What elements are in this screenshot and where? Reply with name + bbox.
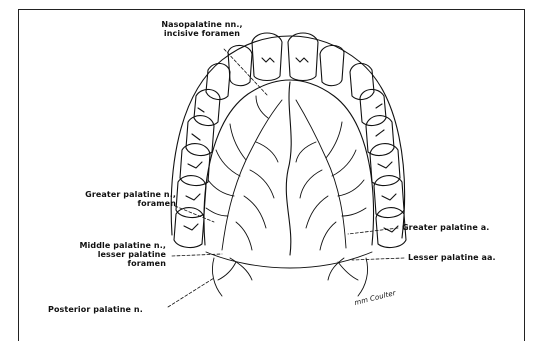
label-line: Posterior palatine n.: [48, 305, 143, 314]
label-line: Greater palatine a.: [402, 223, 489, 232]
label-nasopalatine: Nasopalatine nn., incisive foramen: [140, 20, 264, 38]
label-middle-palatine: Middle palatine n., lesser palatine fora…: [52, 241, 166, 268]
label-greater-palatine-nerve: Greater palatine n., foramen: [40, 190, 176, 208]
label-line: lesser palatine: [52, 250, 166, 259]
label-lesser-palatine-arteries: Lesser palatine aa.: [408, 253, 496, 262]
label-line: incisive foramen: [140, 29, 264, 38]
label-greater-palatine-artery: Greater palatine a.: [402, 223, 489, 232]
label-line: Middle palatine n.,: [52, 241, 166, 250]
left-palatine-nerve-branches: [206, 96, 282, 250]
label-line: foramen: [40, 199, 176, 208]
right-teeth: [350, 63, 406, 247]
left-teeth: [174, 63, 230, 247]
palatine-raphe: [286, 82, 291, 255]
label-line: Lesser palatine aa.: [408, 253, 496, 262]
soft-palate: [206, 252, 372, 296]
label-posterior-palatine: Posterior palatine n.: [48, 305, 143, 314]
label-line: Greater palatine n.,: [40, 190, 176, 199]
label-line: foramen: [52, 259, 166, 268]
label-line: Nasopalatine nn.,: [140, 20, 264, 29]
incisor-teeth: [228, 33, 344, 86]
